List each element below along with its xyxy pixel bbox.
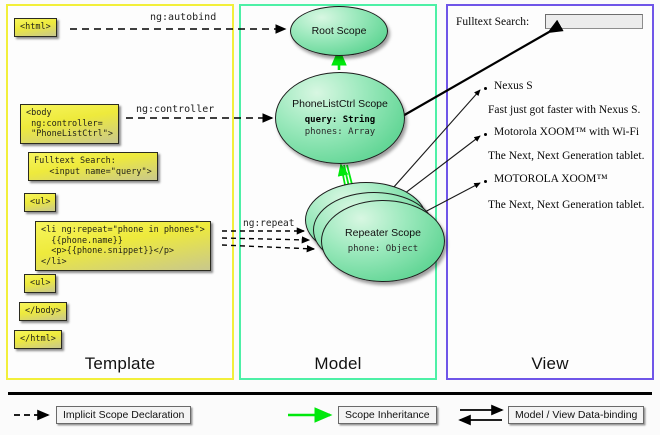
html-open-box: <html> bbox=[14, 18, 57, 37]
panel-view: View bbox=[446, 4, 654, 380]
bullet-1 bbox=[484, 133, 487, 136]
view-item-title-0: Nexus S bbox=[494, 80, 533, 92]
edge-label-ng-repeat: ng:repeat bbox=[243, 218, 295, 229]
phonelistctrl-scope-title: PhoneListCtrl Scope bbox=[292, 98, 388, 110]
prop-key-query: query: bbox=[304, 115, 338, 125]
legend-divider bbox=[8, 392, 652, 395]
repeater-scope-title: Repeater Scope bbox=[345, 226, 421, 239]
phonelistctrl-scope-props: query: String phones: Array bbox=[305, 115, 375, 138]
edge-label-ng-autobind: ng:autobind bbox=[150, 12, 217, 23]
view-search-input[interactable] bbox=[545, 14, 643, 29]
panel-template: Template bbox=[6, 4, 234, 380]
panel-label-view: View bbox=[531, 354, 569, 373]
bullet-0 bbox=[484, 87, 487, 90]
html-close-box: </html> bbox=[14, 330, 62, 349]
prop-val-query: String bbox=[342, 115, 376, 125]
li-ngrepeat-box: <li ng:repeat="phone in phones"> {{phone… bbox=[35, 221, 211, 271]
prop-val-phone: Object bbox=[385, 243, 419, 254]
view-item-title-2: MOTOROLA XOOM™ bbox=[494, 173, 608, 185]
repeater-scope-props: phone: Object bbox=[348, 244, 418, 256]
view-item-snippet-2: The Next, Next Generation tablet. bbox=[488, 199, 645, 211]
bullet-2 bbox=[484, 180, 487, 183]
view-item-title-1: Motorola XOOM™ with Wi-Fi bbox=[494, 126, 640, 138]
view-item-snippet-0: Fast just got faster with Nexus S. bbox=[488, 104, 641, 116]
panel-label-template: Template bbox=[84, 354, 156, 373]
prop-key-phone: phone: bbox=[347, 243, 381, 254]
legend-data-binding: Model / View Data-binding bbox=[508, 406, 645, 424]
edge-label-ng-controller: ng:controller bbox=[136, 104, 215, 115]
body-close-box: </body> bbox=[19, 302, 67, 321]
prop-key-phones: phones: bbox=[304, 126, 343, 137]
view-item-snippet-1: The Next, Next Generation tablet. bbox=[488, 150, 645, 162]
repeater-scope: Repeater Scope phone: Object bbox=[321, 200, 445, 282]
legend-scope-inherit: Scope Inheritance bbox=[338, 406, 437, 424]
body-controller-box: <body ng:controller= "PhoneListCtrl"> bbox=[20, 104, 119, 144]
legend-implicit-scope: Implicit Scope Declaration bbox=[56, 406, 192, 424]
ul-close-box: <ul> bbox=[24, 274, 57, 293]
view-search-label: Fulltext Search: bbox=[456, 16, 530, 28]
ul-open-box: <ul> bbox=[24, 193, 57, 212]
panel-label-model: Model bbox=[314, 354, 362, 373]
root-scope-title: Root Scope bbox=[311, 25, 367, 37]
root-scope: Root Scope bbox=[290, 6, 388, 56]
fulltext-search-box: Fulltext Search: <input name="query"> bbox=[28, 152, 158, 181]
prop-val-phones: Array bbox=[348, 126, 376, 137]
phonelistctrl-scope: PhoneListCtrl Scope query: String phones… bbox=[275, 72, 405, 164]
